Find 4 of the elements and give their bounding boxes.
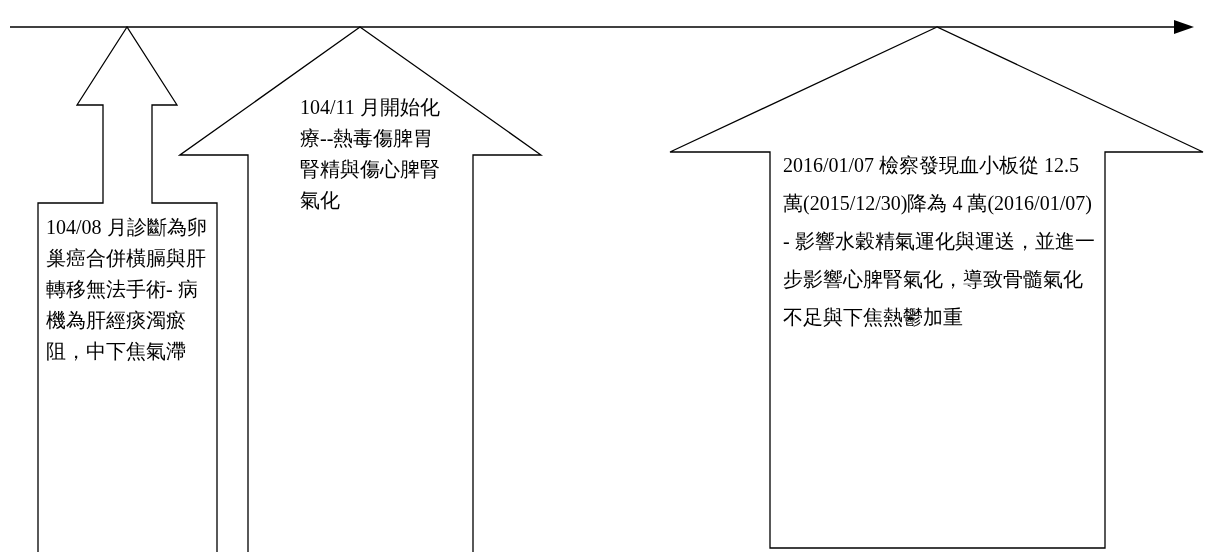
callout-text: 104/08 月診斷為卵巢癌合併橫膈與肝轉移無法手術- 病機為肝經痰濁瘀阻，中下焦氣滯 [46,215,208,364]
callout-text: 104/11 月開始化療--熱毒傷脾胃腎精與傷心脾腎氣化 [300,95,441,213]
up-arrow-callout [36,26,220,552]
callout-text: 2016/01/07 檢察發現血小板從 12.5 萬(2015/12/30)降為 4 萬(2016/01/07)- 影響水穀精氣運化與運送，並進一步影響心脾腎氣化，導致骨髓氣化不足與下焦熱鬱加重 [783,153,1095,330]
